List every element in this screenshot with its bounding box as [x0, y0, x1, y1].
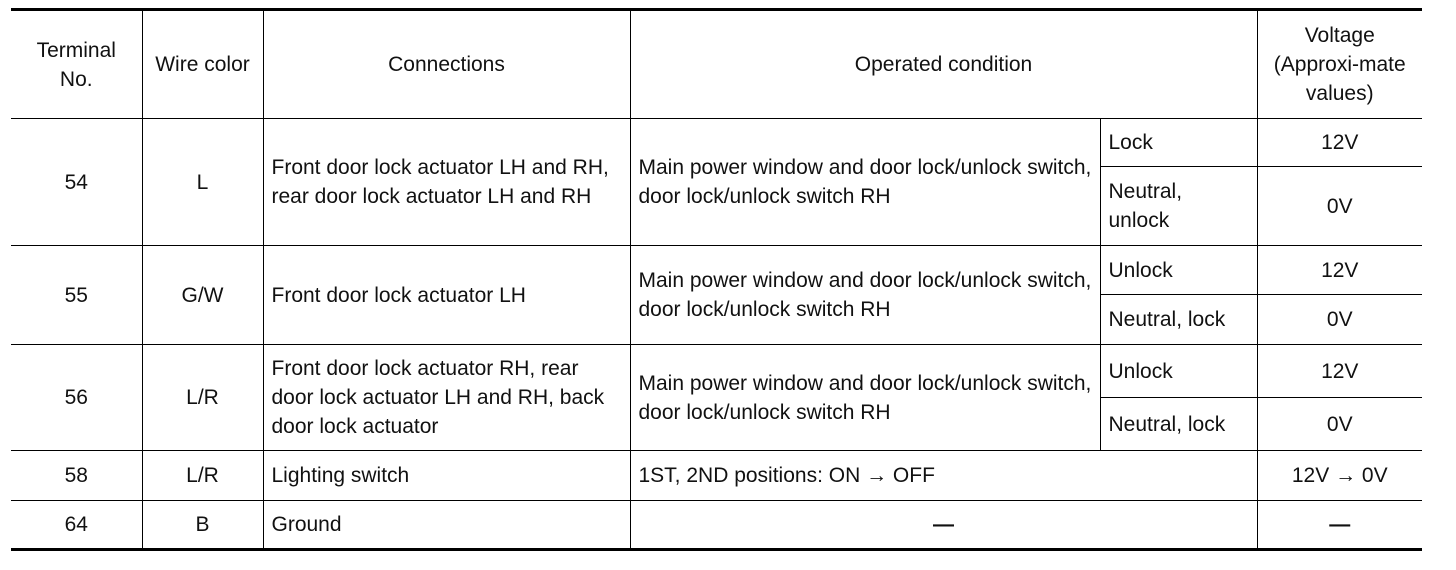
table-row: Neutral, unlock 0V [11, 166, 1422, 246]
table-row: 64 B Ground — — [11, 500, 1422, 550]
wire-color: B [141, 500, 264, 550]
table-row: 55 G/W Front door lock actuator LH Main … [11, 245, 1422, 345]
terminal-number: 56 [11, 344, 143, 451]
switch-state: Lock [1099, 118, 1258, 167]
terminal-number: 58 [11, 450, 143, 501]
voltage-value: — [1256, 500, 1422, 550]
header-wire-color: Wire color [141, 9, 264, 119]
switch-state: Neutral, lock [1100, 397, 1258, 451]
operated-condition: 1ST, 2ND positions: ON → OFF [629, 450, 1258, 501]
wire-color: L/R [141, 344, 264, 451]
voltage-value: 0V [1256, 294, 1422, 345]
header-voltage: Voltage (Approxi-mate values) [1256, 9, 1422, 119]
switch-state: Neutral, lock [1100, 294, 1258, 345]
voltage-value: 12V [1256, 118, 1422, 167]
connection-description: Front door lock actuator LH [262, 245, 631, 345]
table-row: 56 L/R Front door lock actuator RH, rear… [11, 344, 1422, 451]
wire-color: G/W [141, 245, 264, 345]
terminal-number: 55 [11, 245, 143, 345]
voltage-value: 0V [1256, 397, 1422, 451]
switch-state: Neutral, unlock [1100, 166, 1258, 246]
operated-condition: Main power window and door lock/unlock s… [629, 245, 1101, 345]
terminal-spec-table: Terminal No. Wire color Connections Oper… [11, 8, 1422, 551]
connection-description: Lighting switch [262, 450, 631, 501]
switch-state: Unlock [1099, 245, 1258, 295]
voltage-value: 12V [1256, 245, 1422, 295]
voltage-value: 12V → 0V [1256, 450, 1422, 501]
header-connections: Connections [262, 9, 631, 119]
wire-color: L [141, 118, 264, 246]
table-row: 54 L Front door lock actuator LH and RH,… [11, 118, 1422, 246]
operated-condition: — [629, 500, 1258, 550]
header-operated-condition: Operated condition [629, 9, 1258, 119]
table-row: 58 L/R Lighting switch 1ST, 2ND position… [11, 450, 1422, 501]
wire-color: L/R [141, 450, 264, 501]
connection-description: Front door lock actuator LH and RH, rear… [262, 118, 631, 246]
voltage-value: 12V [1256, 344, 1422, 398]
operated-condition: Main power window and door lock/unlock s… [629, 344, 1101, 451]
connection-description: Ground [262, 500, 631, 550]
header-terminal: Terminal No. [11, 9, 143, 119]
switch-state: Unlock [1099, 344, 1258, 398]
terminal-number: 64 [11, 500, 143, 550]
header-row: Terminal No. Wire color Connections Oper… [11, 9, 1422, 119]
terminal-spec-table-wrapper: Terminal No. Wire color Connections Oper… [11, 8, 1422, 551]
operated-condition: Main power window and door lock/unlock s… [629, 118, 1101, 246]
voltage-value: 0V [1256, 166, 1422, 246]
connection-description: Front door lock actuator RH, rear door l… [262, 344, 631, 451]
terminal-number: 54 [11, 118, 143, 246]
